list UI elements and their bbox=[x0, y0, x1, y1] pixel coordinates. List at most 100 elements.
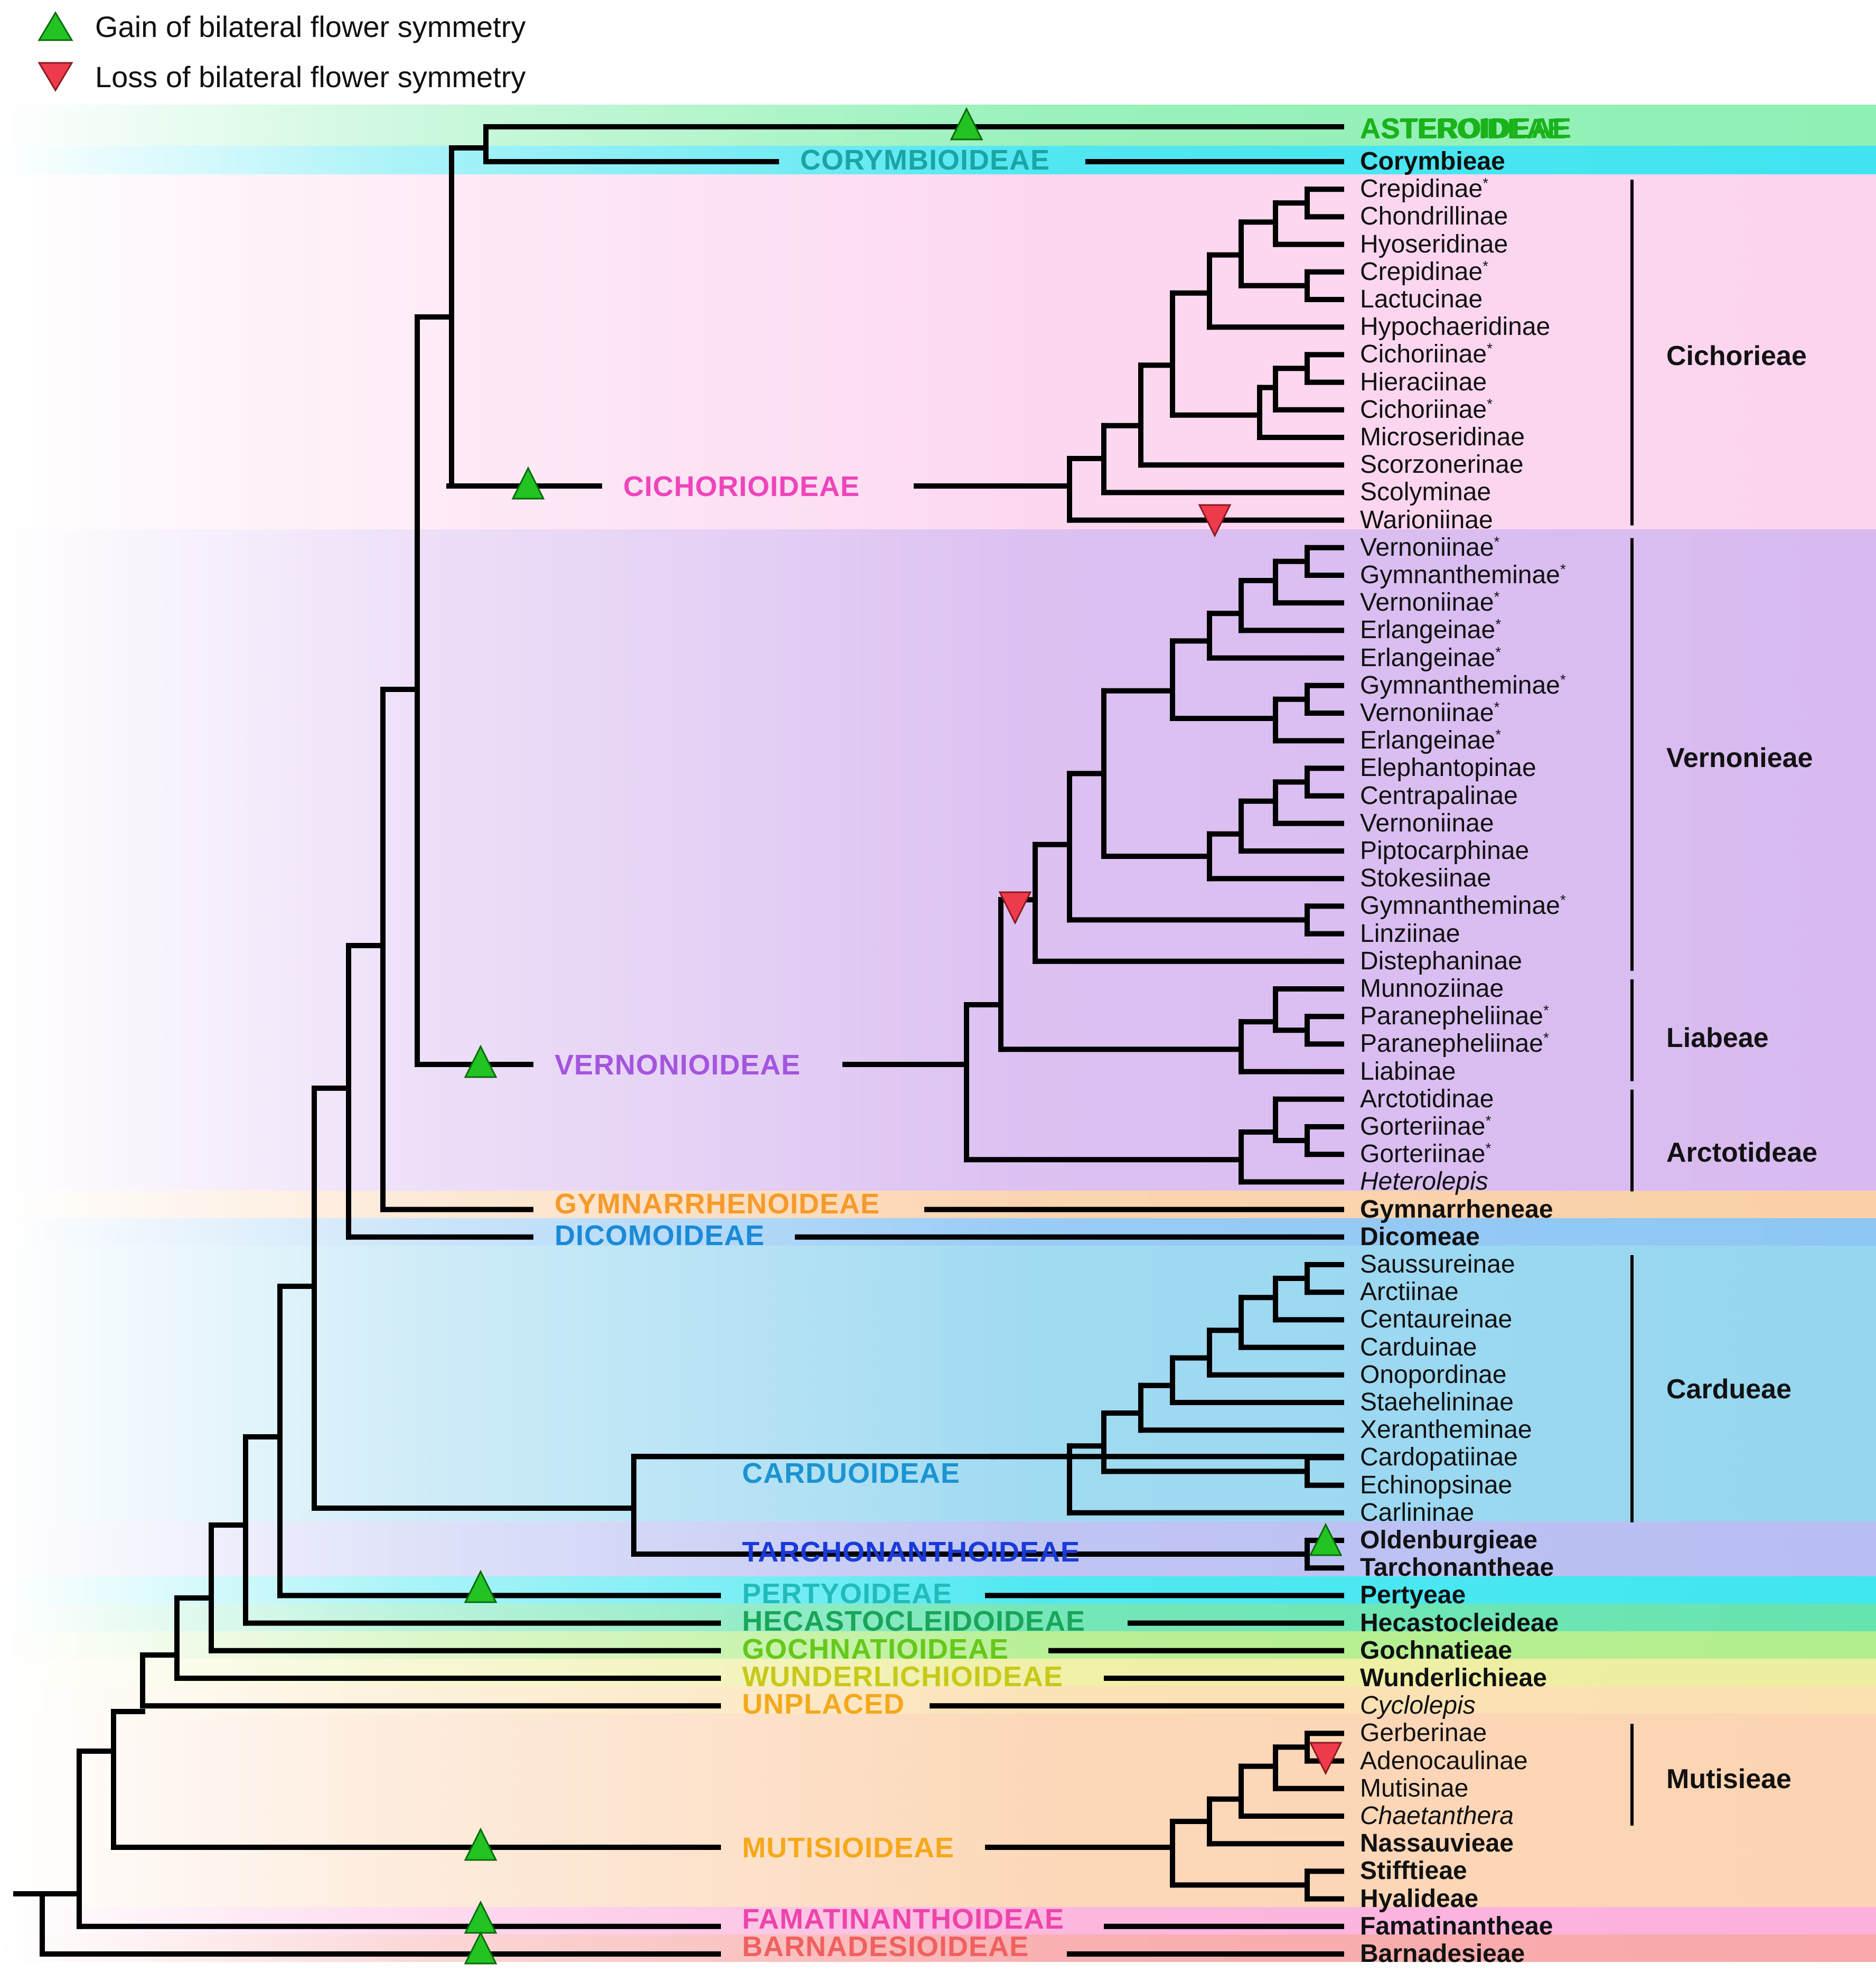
subfamily-carduoideae: CARDUOIDEAE bbox=[742, 1457, 961, 1489]
leaf-21: Erlangeinae* bbox=[1360, 726, 1502, 755]
gain-oldenburgieae-icon bbox=[1309, 1522, 1343, 1556]
legend-gain-label: Gain of bilateral flower symmetry bbox=[95, 10, 526, 43]
subfamily-dicomoideae: DICOMOIDEAE bbox=[555, 1220, 765, 1251]
leaf-3: Hyoseridinae bbox=[1360, 230, 1508, 258]
leaf-35: Gorteriinae* bbox=[1360, 1112, 1492, 1140]
leaf-34: Arctotidinae bbox=[1360, 1085, 1494, 1113]
leaf-2: Chondrillinae bbox=[1360, 202, 1508, 231]
leaf-53: Hecastocleideae bbox=[1360, 1609, 1559, 1637]
leaf-65: Barnadesieae bbox=[1360, 1940, 1525, 1968]
gain-triangle-icon bbox=[37, 11, 73, 41]
leaf-13: Warioniinae bbox=[1360, 506, 1493, 534]
leaf-49: Carlininae bbox=[1360, 1498, 1475, 1527]
loss-triangle-icon bbox=[37, 62, 73, 92]
leaf-61: Nassauvieae bbox=[1360, 1829, 1514, 1858]
leaf-28: Linziinae bbox=[1360, 919, 1460, 948]
leaf-12: Scolyminae bbox=[1360, 478, 1492, 507]
leaf-5: Lactucinae bbox=[1360, 285, 1483, 313]
leaf-8: Hieraciinae bbox=[1360, 368, 1487, 396]
tribe-cardueae: Cardueae bbox=[1666, 1374, 1791, 1405]
gain-barnadesioideae-icon bbox=[464, 1931, 498, 1965]
leaf-15: Gymnantheminae* bbox=[1360, 561, 1566, 589]
subfamily-unplaced: UNPLACED bbox=[742, 1688, 905, 1720]
leaf-41: Arctiinae bbox=[1360, 1278, 1459, 1306]
leaf-36: Gorteriinae* bbox=[1360, 1140, 1492, 1168]
subfamily-vernonioideae: VERNONIOIDEAE bbox=[555, 1049, 801, 1081]
loss-vernonieae-icon bbox=[998, 891, 1032, 925]
leaf-11: Scorzonerinae bbox=[1360, 451, 1524, 479]
leaf-10: Microseridinae bbox=[1360, 423, 1525, 451]
leaf-0: Corymbieae bbox=[1360, 147, 1505, 175]
leaf-24: Vernoniinae bbox=[1360, 809, 1494, 837]
tribe-arctotideae: Arctotideae bbox=[1666, 1137, 1818, 1168]
leaf-31: Paranepheliinae* bbox=[1360, 1002, 1549, 1031]
leaf-9: Cichoriinae* bbox=[1360, 395, 1493, 424]
leaf-27: Gymnantheminae* bbox=[1360, 892, 1566, 920]
subfamily-cichorioideae: CICHORIOIDEAE bbox=[623, 471, 860, 502]
leaf-44: Onopordinae bbox=[1360, 1360, 1507, 1389]
subfamily-mutisioideae: MUTISIOIDEAE bbox=[742, 1832, 955, 1864]
leaf-16: Vernoniinae* bbox=[1360, 588, 1500, 617]
gain-asteroideae-icon bbox=[950, 107, 983, 141]
leaf-54: Gochnatieae bbox=[1360, 1636, 1513, 1665]
leaf-19: Gymnantheminae* bbox=[1360, 671, 1566, 699]
leaf-39: Dicomeae bbox=[1360, 1222, 1480, 1251]
leaf-18: Erlangeinae* bbox=[1360, 643, 1502, 672]
leaf-55: Wunderlichieae bbox=[1360, 1664, 1547, 1692]
leaf-46: Xerantheminae bbox=[1360, 1416, 1532, 1444]
leaf-48: Echinopsinae bbox=[1360, 1471, 1513, 1499]
tribe-vernonieae: Vernonieae bbox=[1666, 743, 1813, 773]
leaf-63: Hyalideae bbox=[1360, 1884, 1479, 1913]
subfamily-barnadesioideae: BARNADESIOIDEAE bbox=[742, 1931, 1029, 1962]
gain-cichorioideae-icon bbox=[511, 466, 545, 500]
tribe-liabeae: Liabeae bbox=[1666, 1023, 1769, 1053]
subfamily-asteroideae: ASTEROIDEAE bbox=[1360, 113, 1572, 144]
leaf-23: Centrapalinae bbox=[1360, 781, 1518, 810]
leaf-20: Vernoniinae* bbox=[1360, 699, 1500, 727]
leaf-33: Liabinae bbox=[1360, 1057, 1456, 1086]
leaf-7: Cichoriinae* bbox=[1360, 340, 1493, 369]
leaf-40: Saussureinae bbox=[1360, 1250, 1515, 1278]
subfamily-pertyoideae: PERTYOIDEAE bbox=[742, 1578, 953, 1610]
leaf-52: Pertyeae bbox=[1360, 1581, 1466, 1610]
legend-loss-label: Loss of bilateral flower symmetry bbox=[95, 60, 526, 94]
leaf-38: Gymnarrheneae bbox=[1360, 1195, 1553, 1223]
leaf-60: Chaetanthera bbox=[1360, 1802, 1514, 1830]
leaf-37: Heterolepis bbox=[1360, 1167, 1488, 1196]
subfamily-hecastocleidoideae: HECASTOCLEIDOIDEAE bbox=[742, 1605, 1086, 1637]
gain-pertyoideae-icon bbox=[464, 1569, 498, 1603]
gain-mutisioideae-icon bbox=[464, 1827, 498, 1861]
subfamily-tarchonanthoideae: TARCHONANTHOIDEAE bbox=[742, 1536, 1080, 1568]
tribe-cichorieae: Cichorieae bbox=[1666, 341, 1807, 371]
leaf-25: Piptocarphinae bbox=[1360, 837, 1530, 865]
leaf-22: Elephantopinae bbox=[1360, 754, 1536, 782]
leaf-42: Centaureinae bbox=[1360, 1305, 1513, 1334]
leaf-6: Hypochaeridinae bbox=[1360, 313, 1551, 341]
loss-warioniinae-icon bbox=[1198, 504, 1232, 538]
leaf-57: Gerberinae bbox=[1360, 1719, 1487, 1747]
leaf-30: Munnoziinae bbox=[1360, 975, 1504, 1003]
leaf-50: Oldenburgieae bbox=[1360, 1526, 1538, 1554]
leaf-64: Famatinantheae bbox=[1360, 1912, 1553, 1940]
leaf-29: Distephaninae bbox=[1360, 947, 1522, 975]
leaf-14: Vernoniinae* bbox=[1360, 533, 1500, 562]
tribe-mutisieae: Mutisieae bbox=[1666, 1764, 1791, 1794]
subfamily-gochnatioideae: GOCHNATIOIDEAE bbox=[742, 1633, 1009, 1665]
subfamily-wunderlichioideae: WUNDERLICHIOIDEAE bbox=[742, 1661, 1063, 1693]
leaf-62: Stifftieae bbox=[1360, 1857, 1467, 1885]
legend-gain: Gain of bilateral flower symmetry bbox=[37, 5, 526, 48]
leaf-asteroideae: ASTEROIDEAE bbox=[1360, 113, 1567, 145]
leaf-58: Adenocaulinae bbox=[1360, 1746, 1528, 1775]
loss-mutisieae-icon bbox=[1309, 1742, 1343, 1775]
leaf-45: Staehelininae bbox=[1360, 1388, 1514, 1416]
leaf-56: Cyclolepis bbox=[1360, 1691, 1476, 1720]
leaf-1: Crepidinae* bbox=[1360, 175, 1489, 203]
leaf-32: Paranepheliinae* bbox=[1360, 1030, 1549, 1058]
legend-loss: Loss of bilateral flower symmetry bbox=[37, 55, 526, 98]
leaf-59: Mutisinae bbox=[1360, 1774, 1469, 1802]
leaf-43: Carduinae bbox=[1360, 1333, 1477, 1361]
leaf-26: Stokesiinae bbox=[1360, 864, 1492, 893]
leaf-51: Tarchonantheae bbox=[1360, 1554, 1554, 1582]
